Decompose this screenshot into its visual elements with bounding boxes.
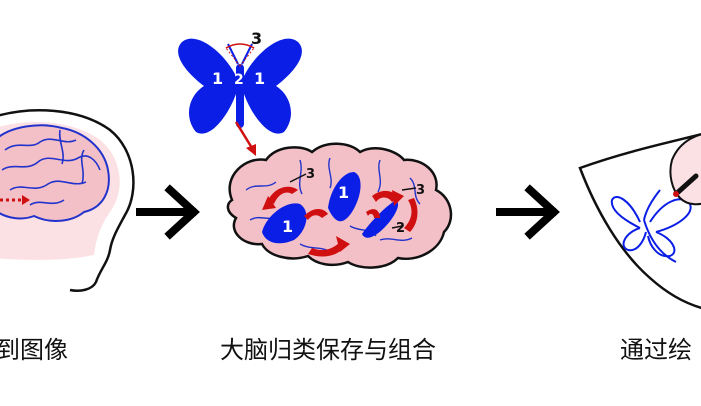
perception-arrow	[234, 121, 256, 156]
flow-arrow-1	[136, 184, 200, 240]
flow-arrow-2	[496, 184, 560, 240]
butterfly-label-wing-right: 1	[254, 69, 265, 88]
processing-arrows	[262, 186, 418, 257]
eye-arrowhead	[22, 195, 30, 205]
brain-label-wing-left: 1	[282, 217, 293, 236]
caption-right: 通过绘	[620, 336, 692, 364]
fragment-antenna-left	[289, 173, 307, 183]
butterfly-label-body: 2	[234, 72, 244, 88]
brain-left-folds	[1, 129, 101, 206]
center-brain: 1 1 3 3 2	[226, 142, 453, 269]
butterfly-antennae	[227, 43, 253, 65]
antenna-angle-lines	[225, 47, 255, 67]
caption-left: 到图像	[0, 336, 68, 364]
brain-label-antenna-right: 3	[416, 183, 425, 198]
pen-tip	[673, 191, 679, 197]
caption-middle: 大脑归类保存与组合	[220, 336, 436, 364]
head-with-brain	[0, 109, 135, 292]
fragment-wing-center	[328, 172, 361, 222]
pen	[673, 173, 699, 197]
head-outline	[0, 109, 135, 292]
antenna-angle-arc	[225, 43, 255, 49]
butterfly-label-antenna: 3	[251, 29, 262, 48]
hand	[669, 133, 701, 206]
brain-label-wing-center: 1	[338, 183, 349, 202]
fragment-body-right	[362, 200, 399, 238]
butterfly-wing-left	[178, 38, 236, 134]
brain-label-antenna-left: 3	[306, 167, 315, 182]
butterfly-label-wing-left: 1	[212, 69, 223, 88]
fragment-body-line	[391, 225, 403, 229]
brain-label-body-right: 2	[396, 221, 405, 236]
fragment-antenna-right	[401, 187, 417, 191]
fragment-wing-left	[262, 203, 307, 244]
butterfly: 1 2 1 3	[178, 29, 302, 134]
sketched-butterfly	[610, 189, 692, 263]
drawing-paper	[578, 133, 701, 310]
brain-left	[0, 124, 110, 222]
butterfly-wing-right	[244, 38, 302, 134]
butterfly-body	[236, 64, 244, 128]
